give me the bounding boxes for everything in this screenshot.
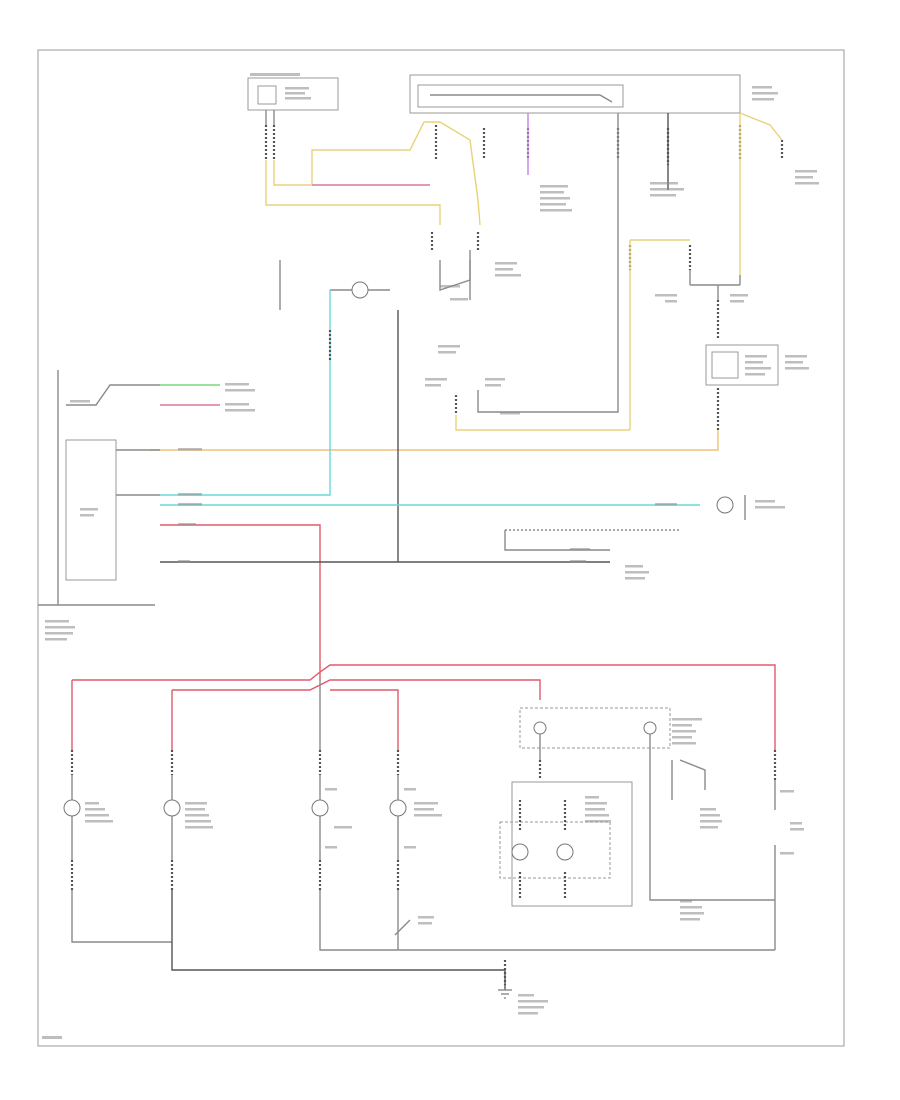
wire-yellow-3 bbox=[424, 121, 481, 226]
relay-lower-text bbox=[425, 345, 520, 415]
mid-right-text bbox=[655, 294, 748, 303]
switch-box-inner bbox=[257, 85, 277, 105]
dual-bulb-box bbox=[511, 781, 633, 907]
lamp-bulb-3 bbox=[311, 799, 329, 817]
wire-left-switch bbox=[66, 384, 160, 406]
cluster-text bbox=[672, 718, 702, 745]
switch-blade bbox=[599, 94, 613, 103]
wire-yellow-2 bbox=[273, 121, 425, 186]
outer-frame bbox=[37, 49, 845, 1047]
instrument-cluster-dashed-box bbox=[519, 707, 671, 749]
wire-gray-ground bbox=[319, 890, 775, 951]
wire-yellow-8 bbox=[455, 415, 630, 431]
ground-icon bbox=[498, 989, 512, 999]
body-control-module-box bbox=[65, 439, 117, 581]
wire-red-bus-3 bbox=[330, 689, 399, 750]
lamp-bulb-2 bbox=[163, 799, 181, 817]
wire-yellow-1 bbox=[265, 160, 441, 225]
wire-yellow-4 bbox=[739, 112, 783, 141]
fuse-box-inner bbox=[711, 351, 739, 379]
switch-bar-inner bbox=[417, 84, 624, 108]
ground-bottom-text bbox=[518, 994, 548, 1015]
exterior-lamp-switch-box bbox=[247, 77, 339, 111]
lamp-bulb-top bbox=[351, 281, 369, 299]
relay-switch bbox=[439, 250, 471, 291]
dual-bulb-text bbox=[585, 796, 611, 823]
wire-red-bus-top bbox=[72, 664, 776, 750]
wire-black-ground bbox=[171, 890, 506, 990]
lamp-text bbox=[85, 788, 442, 849]
right-module-text bbox=[680, 790, 804, 921]
fuse-box-text bbox=[745, 355, 809, 376]
lamp-bulb-4 bbox=[389, 799, 407, 817]
dual-bulb-dashed bbox=[499, 821, 611, 879]
fuse-box-lower-right bbox=[705, 344, 779, 386]
lamp-bulb-right bbox=[716, 496, 734, 514]
module-text bbox=[80, 508, 98, 517]
right-bulb-text bbox=[655, 500, 785, 509]
module-labels bbox=[45, 448, 202, 641]
lamp-bulb-1 bbox=[63, 799, 81, 817]
switch-box-text bbox=[250, 73, 311, 100]
relay-text bbox=[440, 262, 521, 301]
ground-mid-text bbox=[570, 548, 649, 580]
cluster-bulb-1 bbox=[533, 721, 547, 735]
lamp-bulb-5 bbox=[511, 843, 529, 861]
wire-orange-1 bbox=[150, 430, 719, 451]
wire-red-bus-2 bbox=[172, 679, 541, 700]
lamp-bulb-6 bbox=[556, 843, 574, 861]
ground-lower-text bbox=[418, 916, 434, 925]
switch-bar-text bbox=[752, 86, 778, 101]
left-switch-text bbox=[70, 383, 255, 412]
cluster-bulb-2 bbox=[643, 721, 657, 735]
wire-cyan-1 bbox=[160, 290, 331, 496]
wire-red-1 bbox=[160, 524, 321, 680]
top-right-text bbox=[540, 170, 819, 212]
wire-black-4 bbox=[477, 215, 619, 413]
main-light-switch-bar bbox=[409, 74, 741, 114]
footer-code-mark bbox=[42, 1036, 62, 1039]
